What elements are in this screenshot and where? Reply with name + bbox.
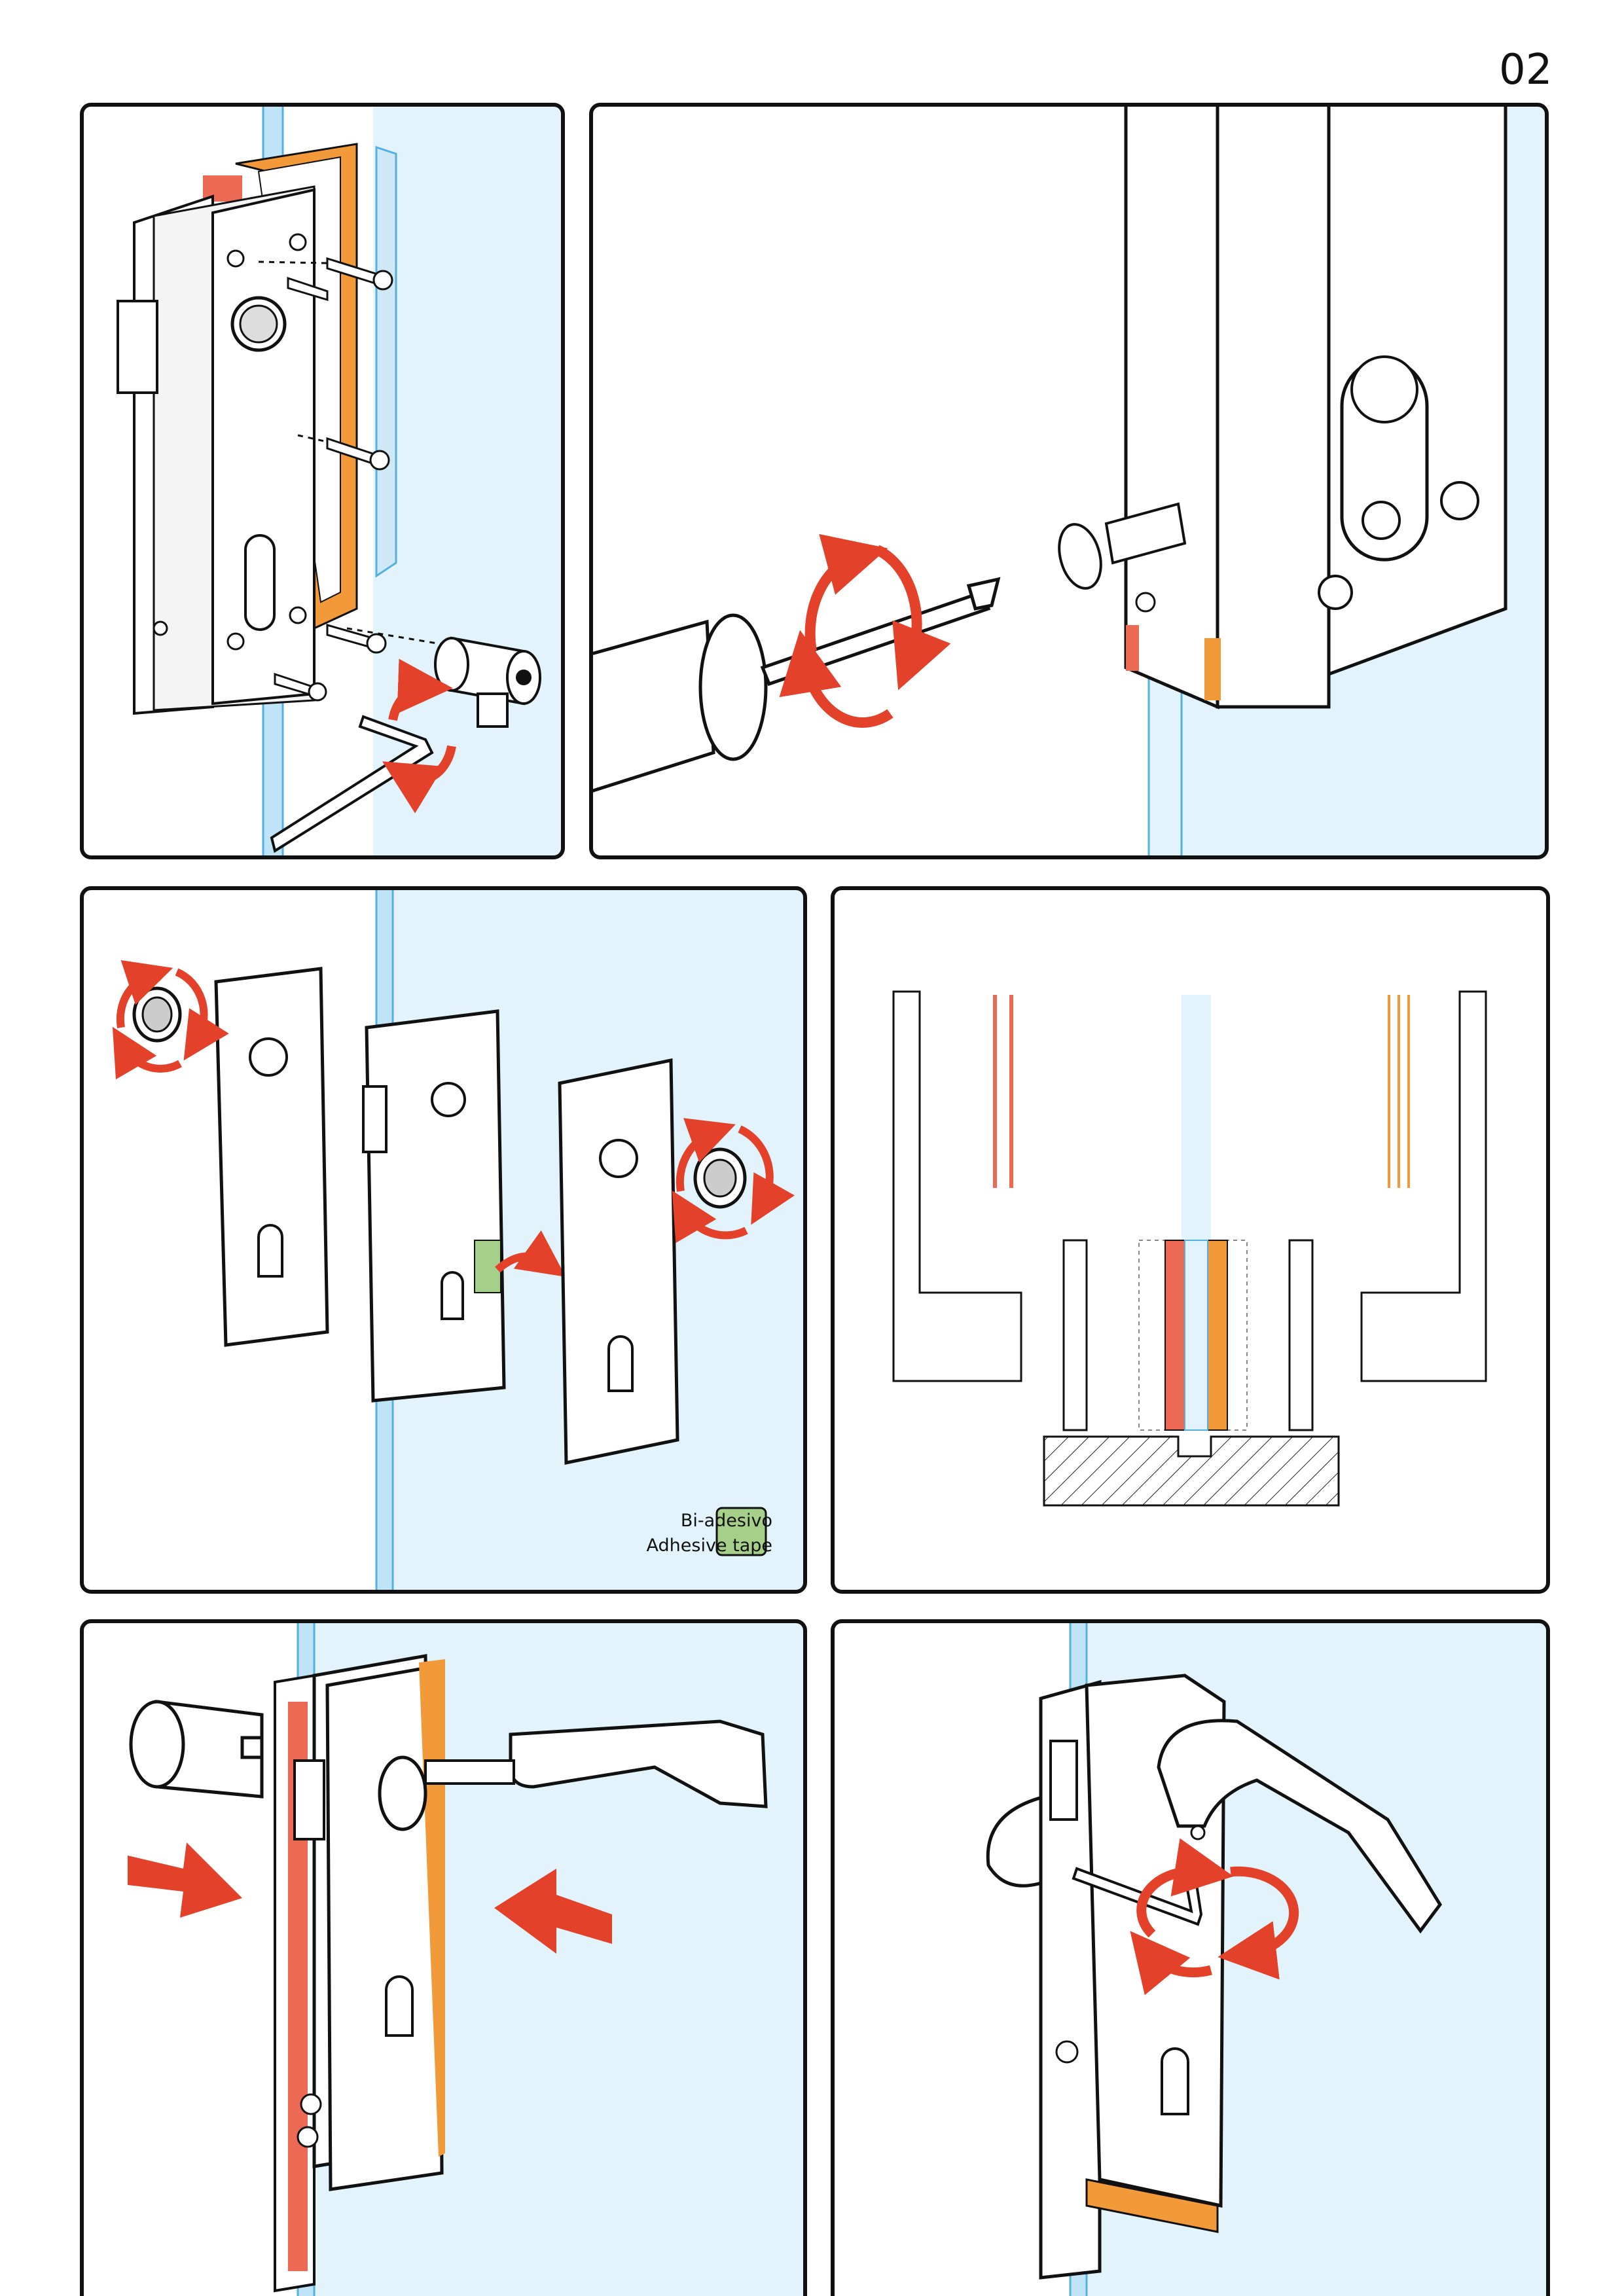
panel-step-3 [80, 886, 807, 1594]
cover-plate-left [214, 967, 329, 1347]
curved-arrow [495, 1230, 566, 1277]
handle-rose-left [129, 1700, 264, 1799]
handle-section-left [892, 990, 1022, 1382]
gasket-lines-red [993, 995, 1013, 1188]
gasket-lines-orange [1388, 995, 1410, 1188]
adhesive-tape-swatch [715, 1507, 767, 1556]
panel-step-6 [831, 1619, 1550, 2296]
screws [258, 257, 446, 702]
panel-step-5 [80, 1619, 807, 2296]
adhesive-tape-legend: Bi-adesivo Adhesive tape [576, 1509, 772, 1558]
lock-cylinder [434, 636, 541, 728]
lock-body [365, 1009, 506, 1403]
panel-step-1 [80, 103, 565, 859]
lock-body [1124, 105, 1219, 709]
rosette [378, 1755, 427, 1831]
cover-plate-right [558, 1058, 679, 1465]
rotation-arrow [779, 534, 951, 728]
base-profile [1043, 1435, 1340, 1507]
rotation-arrow [382, 658, 456, 814]
legend-label-italian: Bi-adesivo [680, 1511, 772, 1531]
glass-pane [373, 105, 563, 857]
screw [1058, 502, 1187, 590]
handle-section-right [1360, 990, 1487, 1382]
adhesive-tape-piece [474, 1240, 501, 1293]
rotation-arrow [672, 1118, 795, 1244]
latch-bolt [117, 300, 158, 394]
push-arrow-left [128, 1842, 242, 1918]
push-arrow-right [494, 1869, 612, 1954]
rotation-arrow [112, 960, 229, 1080]
rotation-arrow [1130, 1838, 1299, 1996]
panel-step-2 [589, 103, 1549, 859]
panel-step-4 [831, 886, 1550, 1594]
page-number: 02 [1499, 46, 1553, 94]
legend-label-english: Adhesive tape [646, 1535, 772, 1556]
door-handle [1157, 1719, 1443, 1934]
cylinder-slot [244, 534, 276, 631]
allen-key [270, 715, 434, 853]
lock-body [1039, 1679, 1102, 2280]
